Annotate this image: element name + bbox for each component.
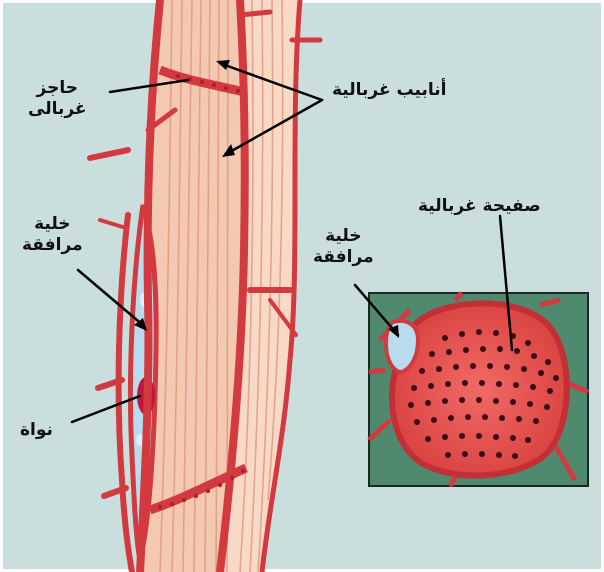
label-companion-cell-left: خلية مرافقة [22, 214, 83, 257]
label-sieve-barrier: حاجز غربالى [28, 78, 87, 121]
cross-section-inset [369, 293, 588, 486]
label-companion-left-line1: خلية [22, 214, 83, 235]
label-sieve-tubes: أنابيب غربالية [332, 80, 446, 101]
label-companion-inset-line1: خلية [313, 226, 374, 247]
label-sieve-barrier-line1: حاجز [28, 78, 87, 99]
label-sieve-barrier-line2: غربالى [28, 99, 87, 120]
label-companion-cell-inset: خلية مرافقة [313, 226, 374, 269]
label-companion-inset-line2: مرافقة [313, 247, 374, 268]
label-nucleus: نواة [20, 420, 53, 441]
label-sieve-plate: صفيحة غربالية [418, 196, 541, 217]
label-companion-left-line2: مرافقة [22, 235, 83, 256]
